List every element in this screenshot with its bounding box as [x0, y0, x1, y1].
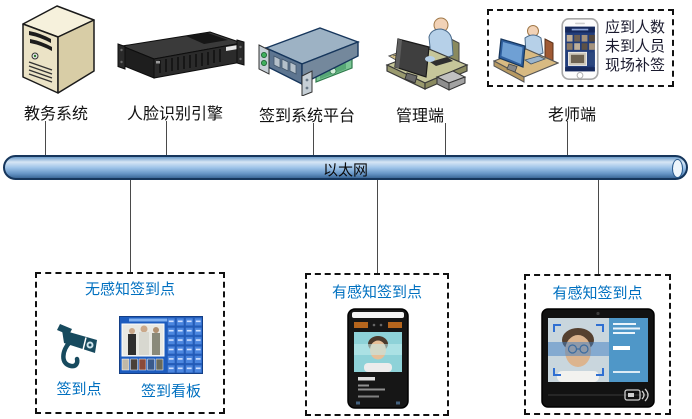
connector-line: [445, 123, 446, 156]
connector-line: [130, 179, 131, 272]
signin-dashboard-image: [119, 316, 203, 374]
note-line: 应到人数: [605, 20, 666, 36]
ethernet-bus: 以太网: [3, 155, 688, 180]
platform-server-icon: [256, 22, 366, 96]
connector-line: [377, 179, 378, 273]
teacher-notes: 应到人数 未到人员 现场补签: [605, 19, 673, 76]
teacher-workstation-icon: [493, 23, 559, 83]
pipe-end-cap: [672, 159, 683, 178]
cctv-camera-icon: [57, 320, 101, 374]
connector-line: [45, 121, 46, 156]
tower-server-icon: [18, 3, 102, 95]
active-signin-box-2: 有感知签到点: [524, 274, 671, 415]
note-line: 未到人员: [605, 39, 666, 55]
label-signin-point: 签到点: [56, 382, 102, 398]
label-face-engine: 人脸识别引擎: [126, 106, 223, 123]
ethernet-label: 以太网: [322, 163, 368, 179]
rack-server-icon: [116, 29, 246, 83]
face-recognition-terminal: [347, 308, 409, 409]
connector-line: [598, 179, 599, 274]
passive-signin-box: 无感知签到点: [35, 272, 225, 414]
box-title: 无感知签到点: [84, 282, 175, 298]
label-admin-terminal: 管理端: [395, 108, 444, 125]
label-academic-system: 教务系统: [23, 106, 88, 123]
admin-workstation-icon: [385, 15, 470, 97]
note-line: 现场补签: [605, 58, 666, 74]
connector-line: [166, 121, 167, 156]
wall-tablet-terminal: [541, 308, 655, 408]
active-signin-box-1: 有感知签到点: [305, 273, 449, 416]
teacher-panel-box: 应到人数 未到人员 现场补签: [487, 9, 674, 87]
box-title: 有感知签到点: [552, 286, 643, 302]
connector-line: [313, 123, 314, 156]
box-title: 有感知签到点: [331, 285, 422, 301]
connector-line: [567, 121, 568, 156]
label-signin-platform: 签到系统平台: [258, 108, 355, 125]
card-swipe-icon: [624, 388, 649, 402]
smartphone-icon: [561, 15, 599, 83]
label-signin-board: 签到看板: [140, 384, 201, 400]
label-teacher-terminal: 老师端: [547, 107, 596, 124]
